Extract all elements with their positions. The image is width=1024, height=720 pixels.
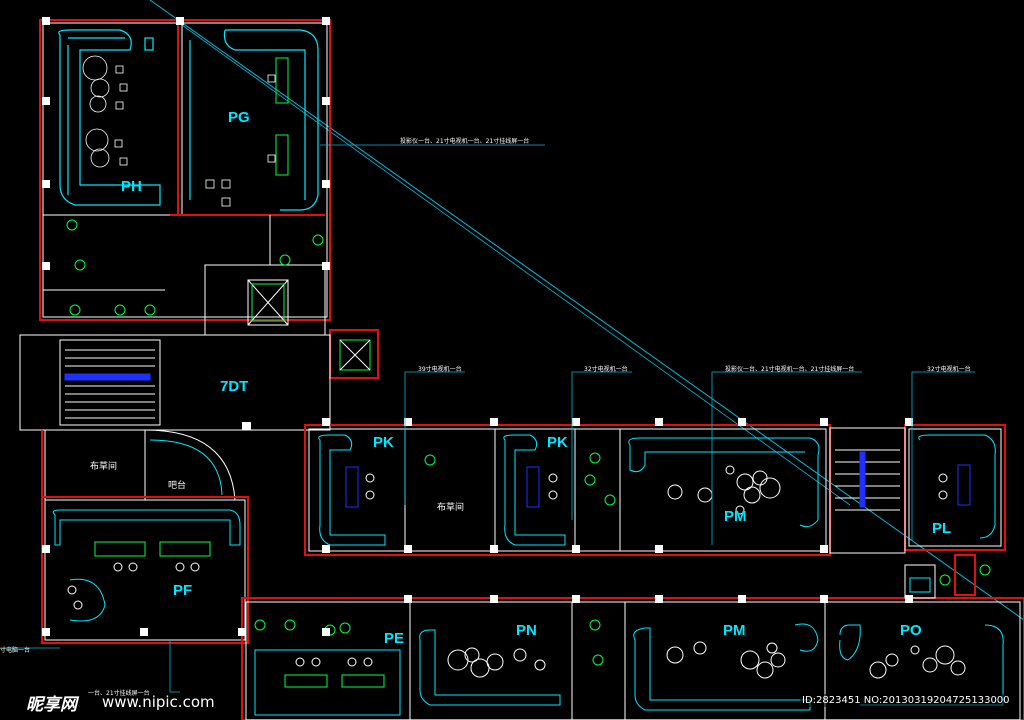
linen-room-label-2: 布草间 <box>437 503 465 513</box>
note-pg-equipment: 投影仪一台、21寸电视机一台、21寸挂线屏一台 <box>400 138 530 145</box>
room-label-7dt: 7DT <box>220 378 249 395</box>
note-left-edge: 寸电脑一台 <box>0 647 31 654</box>
pg-room-furniture <box>189 29 319 211</box>
note-pk1-equipment: 39寸电视机一台 <box>418 366 462 373</box>
pg-chairs <box>205 74 276 207</box>
ph-chairs <box>114 65 128 166</box>
po-room <box>839 624 1004 706</box>
note-bottom: 一台、21寸挂线屏一台 <box>88 690 150 697</box>
pl-room <box>918 434 996 539</box>
right-stairs <box>829 427 906 554</box>
note-pm-equipment: 投影仪一台、21寸电视机一台、21寸挂线屏一台 <box>725 366 855 373</box>
main-stairs <box>19 334 331 431</box>
pm1-room <box>628 437 820 528</box>
service-junction <box>904 554 991 599</box>
ph-plants <box>82 55 110 168</box>
pg-tables <box>275 57 289 176</box>
room-label-pf: PF <box>173 582 193 599</box>
room-label-pk-2: PK <box>547 434 568 451</box>
image-id-text: ID:2823451 NO:20130319204725133000 <box>800 694 1012 707</box>
structural-columns <box>42 17 913 636</box>
bar-label: 吧台 <box>168 481 187 491</box>
room-label-pk-1: PK <box>373 434 394 451</box>
room-label-pm-2: PM <box>723 622 746 639</box>
room-label-pg: PG <box>228 109 250 126</box>
watermark-url: www.nipic.com <box>102 693 215 711</box>
note-pl-equipment: 32寸电视机一台 <box>927 366 971 373</box>
note-pk2-equipment: 32寸电视机一台 <box>584 366 628 373</box>
room-label-po: PO <box>900 622 922 639</box>
room-label-pm-1: PM <box>724 508 747 525</box>
ph-room-furniture <box>58 29 161 206</box>
room-label-pe: PE <box>384 630 405 647</box>
upper-toilets <box>66 219 324 316</box>
upper-wing-walls <box>39 19 331 321</box>
room-label-ph: PH <box>121 178 142 195</box>
pf-room <box>41 496 249 644</box>
note-leaders <box>0 144 975 693</box>
pk1-room <box>318 434 436 546</box>
pk2-room <box>503 434 616 546</box>
watermark-brand: 昵享网 <box>26 695 77 715</box>
pn-room <box>419 619 604 706</box>
room-label-pn: PN <box>516 622 537 639</box>
diagonal-leader-line-1 <box>149 0 1024 621</box>
linen-room-label-1: 布草间 <box>90 462 118 472</box>
room-label-pl: PL <box>932 520 952 537</box>
